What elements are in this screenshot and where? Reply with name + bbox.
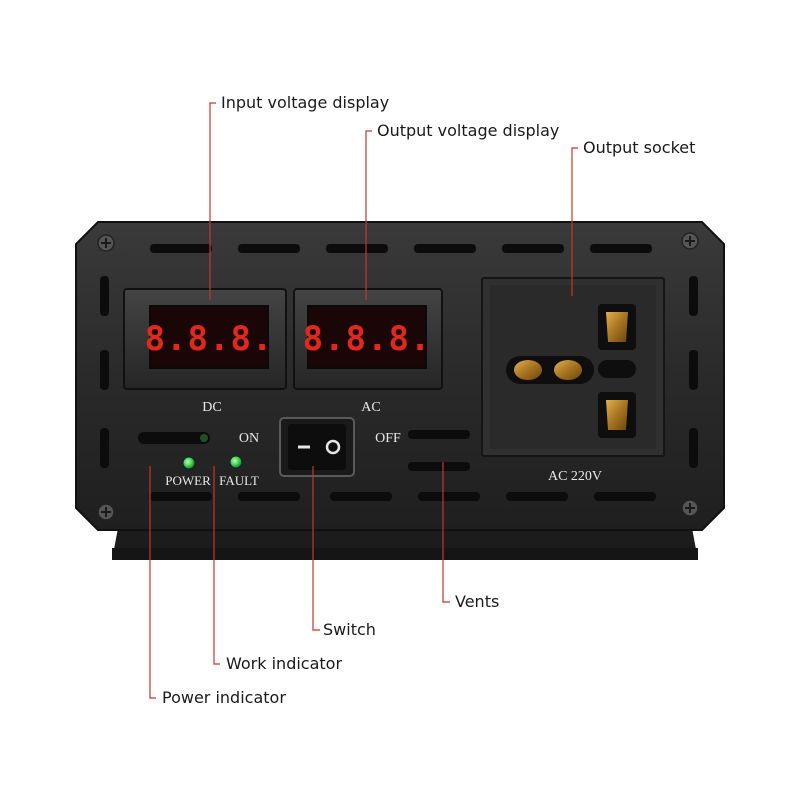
dc-display-digits: 8.8.8. (145, 319, 274, 359)
fault-indicator-led (229, 455, 243, 469)
callout-vents: Vents (455, 592, 500, 611)
dc-label: DC (202, 400, 221, 415)
output-socket: AC 220V (481, 277, 665, 484)
power-switch[interactable] (279, 417, 355, 477)
callout-power-indicator: Power indicator (162, 688, 286, 707)
socket-rating-label: AC 220V (548, 469, 602, 484)
fault-led-label: FAULT (219, 473, 259, 488)
screw-icon (681, 499, 699, 517)
callout-output-voltage-display: Output voltage display (377, 121, 560, 140)
power-led-label: POWER (165, 473, 211, 488)
vents (138, 432, 210, 444)
vents (100, 244, 698, 501)
callout-leader-lines (149, 102, 578, 699)
callout-work-indicator: Work indicator (226, 654, 343, 673)
callout-output-socket: Output socket (583, 138, 696, 157)
output-voltage-display: 8.8.8. (293, 288, 443, 390)
callout-input-voltage-display: Input voltage display (221, 93, 390, 112)
power-indicator-led (182, 456, 196, 470)
screw-icon (681, 232, 699, 250)
mounting-bracket (112, 528, 698, 560)
on-label: ON (239, 431, 259, 446)
callout-switch: Switch (323, 620, 376, 639)
screw-icon (97, 503, 115, 521)
screw-icon (97, 234, 115, 252)
off-label: OFF (375, 431, 401, 446)
input-voltage-display: 8.8.8. (123, 288, 287, 390)
ac-label: AC (361, 400, 380, 415)
ac-display-digits: 8.8.8. (303, 319, 432, 359)
switch-off-mark-icon (325, 439, 341, 455)
